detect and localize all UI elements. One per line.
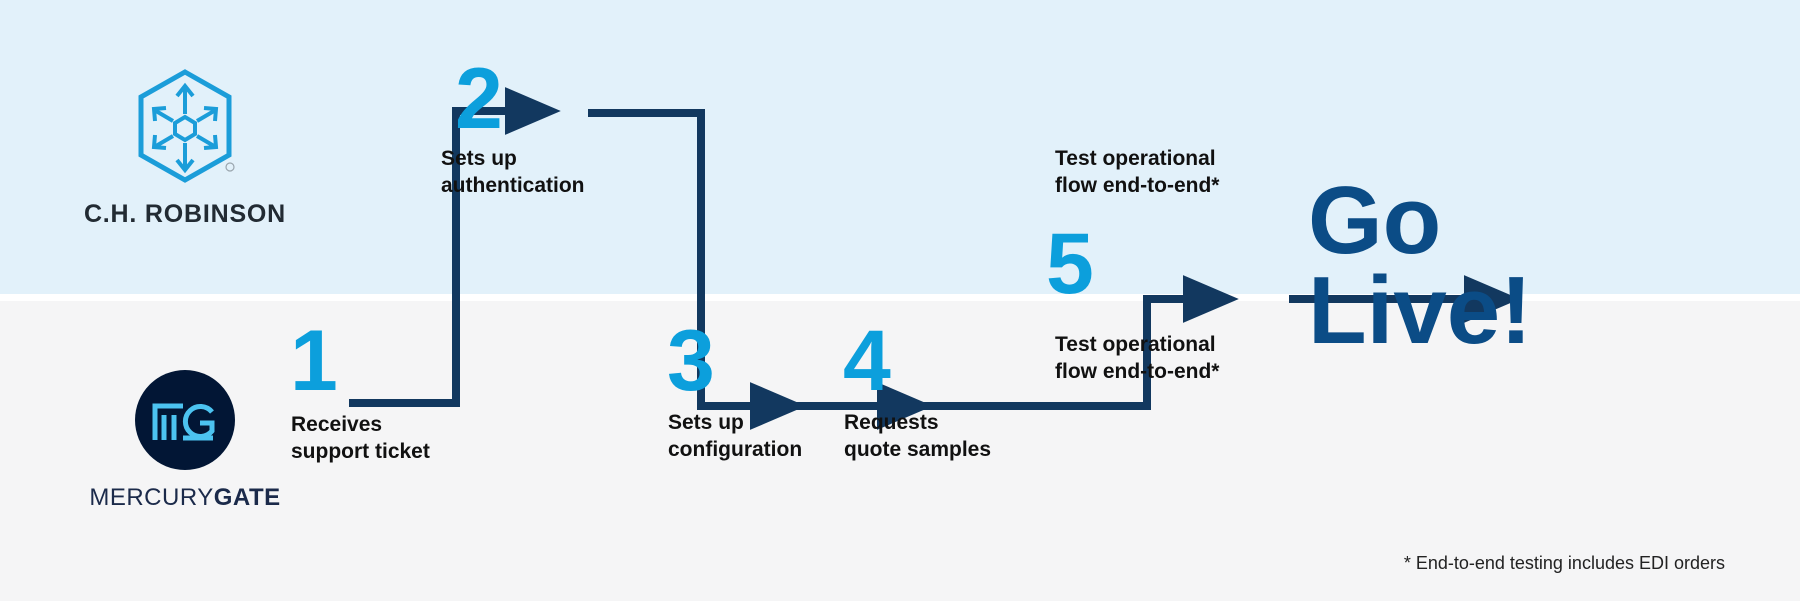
chrobinson-logo: C.H. ROBINSON <box>60 68 310 229</box>
step-number-2: 2 <box>455 51 503 147</box>
background-band-bottom <box>0 301 1800 601</box>
mg-monogram-icon <box>152 403 215 441</box>
step-number-5: 5 <box>1046 216 1094 312</box>
mercurygate-badge <box>135 370 235 470</box>
step-label-5-bottom: Test operational flow end-to-end* <box>1055 333 1220 383</box>
step-number-1: 1 <box>290 313 338 409</box>
step-number-3: 3 <box>667 313 715 409</box>
background-band-top <box>0 0 1800 294</box>
step-label-3: Sets up configuration <box>668 411 803 461</box>
connector-step1-to-step2 <box>349 87 561 407</box>
mercurygate-wordmark: MERCURYGATE <box>60 484 310 512</box>
chrobinson-wordmark: C.H. ROBINSON <box>83 200 287 228</box>
footnote: * End-to-end testing includes EDI orders <box>1403 553 1725 573</box>
step-label-1: Receives support ticket <box>291 413 430 463</box>
hexagon-arrows-icon <box>138 69 235 183</box>
mercurygate-wordmark-bold: GATE <box>213 484 281 511</box>
step-label-2: Sets up authentication <box>441 147 585 197</box>
step-number-4: 4 <box>843 313 891 409</box>
go-live-text: Go Live! <box>1308 167 1533 364</box>
connector-step4-to-step5 <box>903 275 1239 410</box>
background-band-divider <box>0 294 1800 301</box>
step-label-5-top: Test operational flow end-to-end* <box>1055 147 1220 197</box>
mercurygate-logo: MERCURYGATE <box>60 370 310 512</box>
step-label-4: Requests quote samples <box>844 411 992 461</box>
connector-step2-to-step3 <box>588 109 806 430</box>
mercurygate-wordmark-light: MERCURY <box>89 484 214 511</box>
